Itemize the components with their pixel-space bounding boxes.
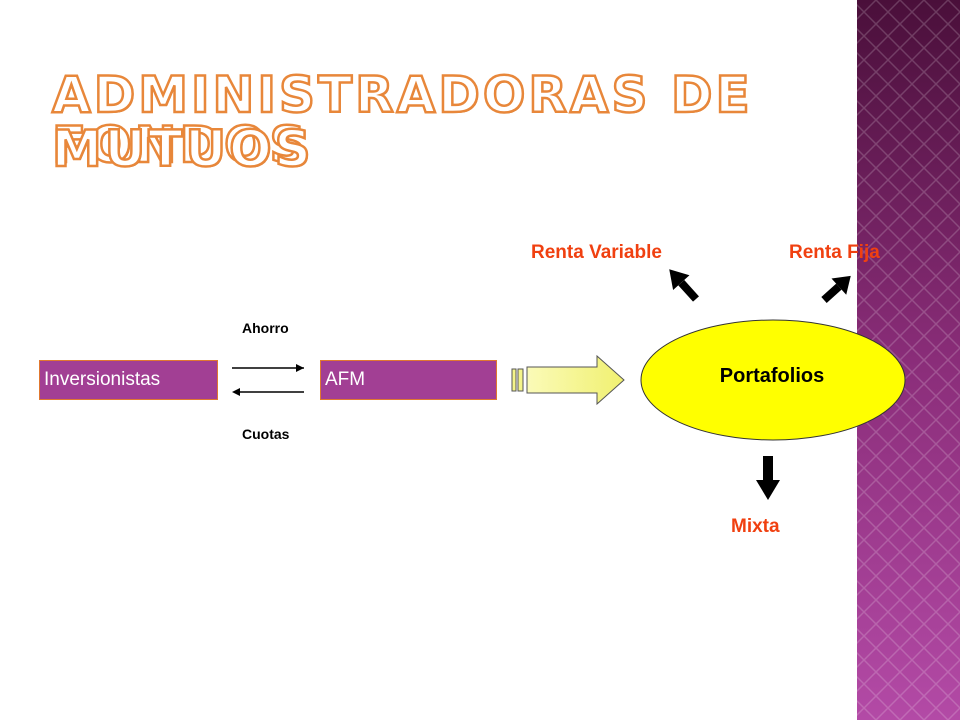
- shares-label: Cuotas: [242, 426, 290, 442]
- slide-title-line-2: Mutuos: [51, 120, 314, 178]
- striped-block-arrow: [511, 354, 625, 406]
- savings-label: Ahorro: [242, 320, 289, 336]
- portfolios-label: Portafolios: [719, 365, 825, 387]
- variable-income-label: Renta Variable: [531, 242, 662, 263]
- portfolios-ellipse: [640, 319, 906, 441]
- slide-title-line-1: Administradoras de Fondos: [51, 66, 753, 174]
- mixed-label: Mixta: [731, 516, 780, 537]
- ahorro-arrow: [232, 364, 304, 372]
- arrow-up-left-icon: [669, 269, 699, 302]
- cuotas-arrow: [232, 388, 304, 396]
- sidebar-decoration: [857, 0, 960, 720]
- arrow-up-right-icon: [821, 275, 851, 303]
- fixed-income-label: Renta Fija: [789, 242, 880, 263]
- arrow-down-icon: [756, 456, 780, 500]
- investors-box: Inversionistas: [39, 360, 218, 400]
- afm-box: AFM: [320, 360, 497, 400]
